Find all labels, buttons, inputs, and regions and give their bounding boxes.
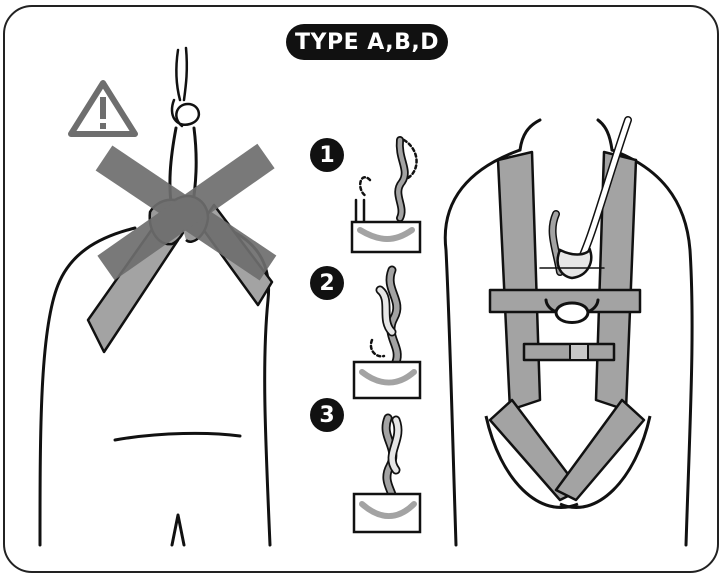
step-3-number: 3 — [310, 398, 344, 432]
step-2-number: 2 — [310, 266, 344, 300]
type-badge: TYPE A,B,D — [286, 24, 448, 60]
step-1-number: 1 — [310, 138, 344, 172]
